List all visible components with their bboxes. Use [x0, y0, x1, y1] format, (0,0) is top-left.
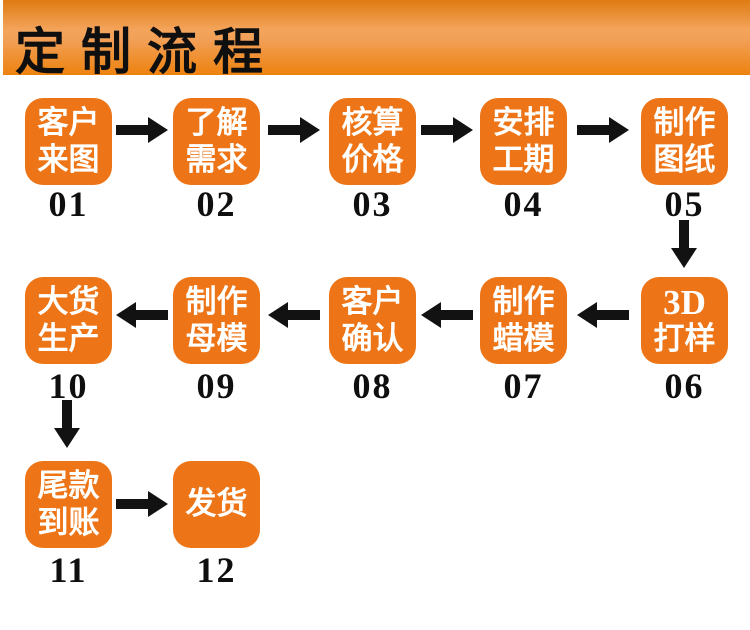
step-05-box: 制作 图纸: [641, 98, 728, 185]
step-04-label-line2: 工期: [492, 141, 555, 178]
step-10-box: 大货 生产: [25, 277, 112, 364]
header-banner: 定制流程: [3, 0, 750, 81]
step-04-number: 04: [503, 184, 544, 224]
arrow-down-icon: [54, 400, 80, 448]
step-01-label-line1: 客户: [37, 104, 100, 141]
step-09-label-line2: 母模: [185, 320, 248, 357]
step-04-label-line1: 安排: [492, 104, 555, 141]
step-03-label-line1: 核算: [341, 104, 404, 141]
arrow-right-icon: [421, 117, 473, 143]
arrow-left-icon: [116, 302, 168, 328]
step-08-label-line2: 确认: [341, 320, 404, 357]
step-08-number: 08: [352, 366, 393, 406]
step-09-label-line1: 制作: [185, 283, 248, 320]
step-03-box: 核算 价格: [329, 98, 416, 185]
step-12-number: 12: [196, 550, 237, 590]
step-11-label-line2: 到账: [37, 504, 100, 541]
arrow-right-icon: [116, 491, 168, 517]
step-07-label-line1: 制作: [492, 283, 555, 320]
step-06-label-line2: 打样: [653, 320, 716, 357]
step-05-label-line2: 图纸: [653, 141, 716, 178]
step-10-label-line2: 生产: [37, 320, 100, 357]
step-08-box: 客户 确认: [329, 277, 416, 364]
arrow-left-icon: [421, 302, 473, 328]
step-10-label-line1: 大货: [37, 283, 100, 320]
arrow-right-icon: [268, 117, 320, 143]
step-03-label-line2: 价格: [341, 141, 404, 178]
step-01-box: 客户 来图: [25, 98, 112, 185]
step-07-number: 07: [503, 366, 544, 406]
step-01-number: 01: [48, 184, 89, 224]
page-title: 定制流程: [15, 23, 279, 81]
arrow-down-icon: [671, 220, 697, 268]
step-02-label-line1: 了解: [185, 104, 248, 141]
step-11-box: 尾款 到账: [25, 461, 112, 548]
arrow-left-icon: [268, 302, 320, 328]
step-02-box: 了解 需求: [173, 98, 260, 185]
step-03-number: 03: [352, 184, 393, 224]
step-06-label-line1: 3D: [663, 282, 706, 322]
arrow-left-icon: [577, 302, 629, 328]
step-12-box: 发货: [173, 461, 260, 548]
step-12-label-line1: 发货: [185, 486, 248, 522]
step-09-box: 制作 母模: [173, 277, 260, 364]
step-11-label-line1: 尾款: [37, 467, 100, 504]
step-06-number: 06: [664, 366, 705, 406]
arrow-right-icon: [116, 117, 168, 143]
step-11-number: 11: [49, 550, 88, 590]
step-02-number: 02: [196, 184, 237, 224]
step-02-label-line2: 需求: [185, 141, 248, 178]
step-06-box: 3D 打样: [641, 277, 728, 364]
step-08-label-line1: 客户: [341, 283, 404, 320]
step-05-number: 05: [664, 184, 705, 224]
step-05-label-line1: 制作: [653, 104, 716, 141]
arrow-right-icon: [577, 117, 629, 143]
step-10-number: 10: [48, 366, 89, 406]
step-04-box: 安排 工期: [480, 98, 567, 185]
step-07-label-line2: 蜡模: [492, 320, 555, 357]
step-09-number: 09: [196, 366, 237, 406]
step-01-label-line2: 来图: [37, 141, 100, 178]
step-07-box: 制作 蜡模: [480, 277, 567, 364]
